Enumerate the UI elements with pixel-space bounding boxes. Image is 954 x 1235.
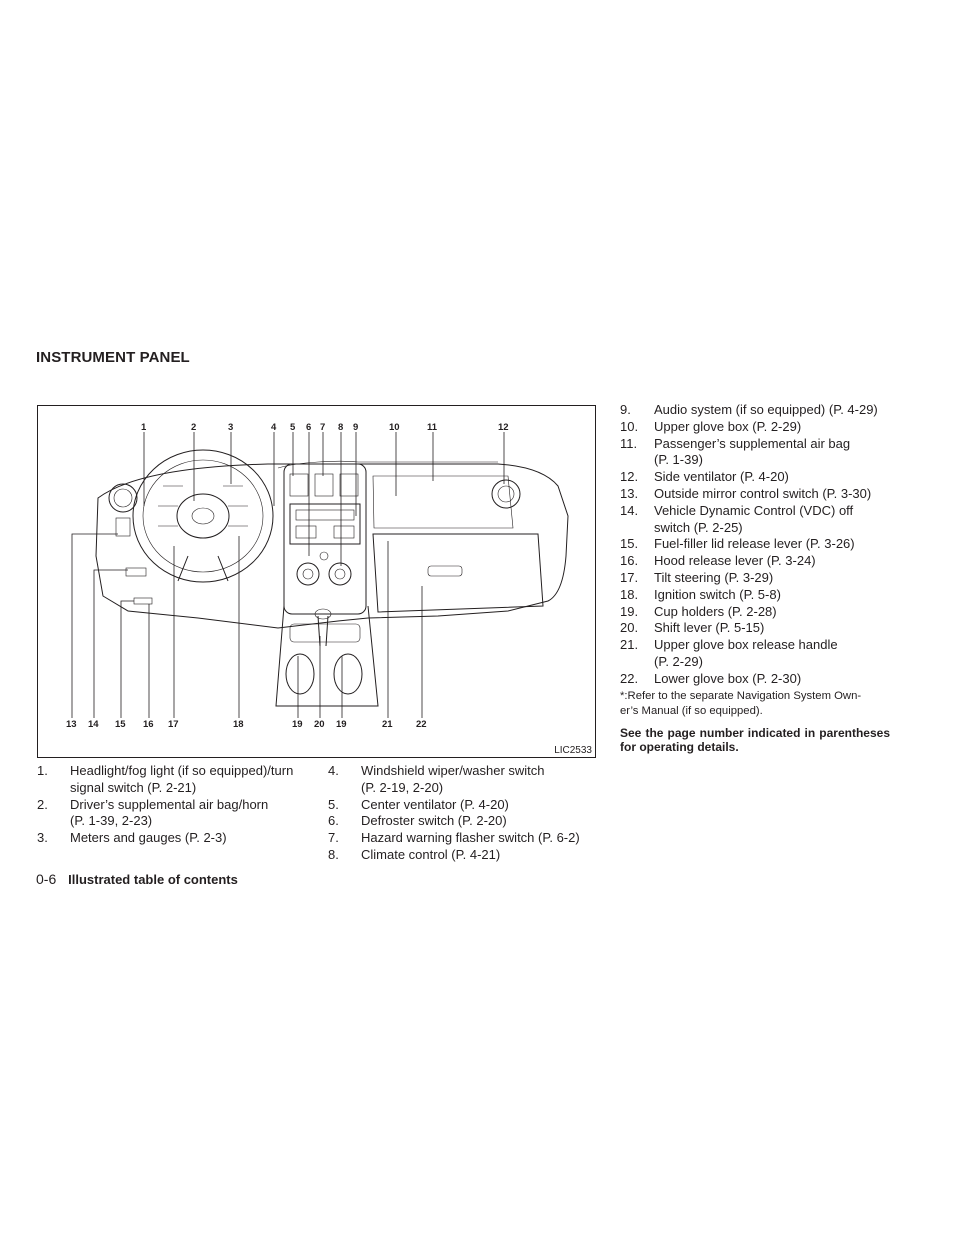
callout-5: 5 xyxy=(290,422,296,433)
list-item: 21.Upper glove box release handle(P. 2-2… xyxy=(620,637,838,669)
item-list-col3: 9.Audio system (if so equipped) (P. 4-29… xyxy=(620,402,900,688)
list-item: 10.Upper glove box (P. 2-29) xyxy=(620,418,802,434)
list-item: 11.Passenger’s supplemental air bag(P. 1… xyxy=(620,435,851,468)
list-item: 6.Defroster switch (P. 2-20) xyxy=(328,813,507,829)
list-item: 3.Meters and gauges (P. 2-3) xyxy=(37,830,227,846)
figure-code: LIC2533 xyxy=(554,745,592,756)
callout-13: 13 xyxy=(66,719,77,730)
page-number: 0-6 xyxy=(36,871,57,887)
item-list-col1: 1.Headlight/fog light (if so equipped)/t… xyxy=(37,763,317,847)
callout-22: 22 xyxy=(416,719,427,730)
callout-9: 9 xyxy=(353,422,358,433)
instrument-panel-illustration: 1 2 3 4 5 6 7 8 9 10 11 12 13 14 15 16 1… xyxy=(66,422,569,730)
callout-12: 12 xyxy=(498,422,509,433)
callout-3: 3 xyxy=(228,422,233,433)
callout-10: 10 xyxy=(389,422,400,433)
list-item: 12.Side ventilator (P. 4-20) xyxy=(620,469,789,485)
list-item: 19.Cup holders (P. 2-28) xyxy=(620,603,777,619)
page-footer: 0-6 Illustrated table of contents xyxy=(36,871,238,887)
instrument-panel-figure: 1 2 3 4 5 6 7 8 9 10 11 12 13 14 15 16 1… xyxy=(37,405,596,758)
list-item: 13.Outside mirror control switch (P. 3-3… xyxy=(620,485,872,501)
list-item: 2.Driver’s supplemental air bag/horn(P. … xyxy=(37,796,269,829)
navigation-note: *:Refer to the separate Navigation Syste… xyxy=(620,690,862,717)
list-item: 9.Audio system (if so equipped) (P. 4-29… xyxy=(620,402,878,417)
callout-1: 1 xyxy=(141,422,147,433)
page-number-note: See the page number indicated in parenth… xyxy=(620,726,890,754)
footer-title: Illustrated table of contents xyxy=(68,872,238,887)
list-item: 15.Fuel-filler lid release lever (P. 3-2… xyxy=(620,536,855,552)
list-item: 22.Lower glove box (P. 2-30) xyxy=(620,670,802,686)
callout-14: 14 xyxy=(88,719,99,730)
list-item: 20.Shift lever (P. 5-15) xyxy=(620,620,765,636)
list-item: 5.Center ventilator (P. 4-20) xyxy=(328,796,509,812)
section-title: INSTRUMENT PANEL xyxy=(36,349,190,366)
callout-19-left: 19 xyxy=(292,719,303,730)
callout-8: 8 xyxy=(338,422,343,433)
callout-16: 16 xyxy=(143,719,154,730)
callout-20: 20 xyxy=(314,719,325,730)
callout-19-right: 19 xyxy=(336,719,347,730)
list-item: 1.Headlight/fog light (if so equipped)/t… xyxy=(37,763,294,795)
callout-4: 4 xyxy=(271,422,277,433)
callout-11: 11 xyxy=(427,422,438,433)
list-item: 18.Ignition switch (P. 5-8) xyxy=(620,586,781,602)
list-item: 7.Hazard warning flasher switch (P. 6-2) xyxy=(328,830,580,846)
callout-21: 21 xyxy=(382,719,393,730)
callout-17: 17 xyxy=(168,719,179,730)
callout-6: 6 xyxy=(306,422,311,433)
callout-2: 2 xyxy=(191,422,196,433)
item-list-col2: 4.Windshield wiper/washer switch(P. 2-19… xyxy=(328,763,598,864)
list-item: 8.Climate control (P. 4-21) xyxy=(328,846,501,862)
callout-7: 7 xyxy=(320,422,325,433)
list-item: 17.Tilt steering (P. 3-29) xyxy=(620,569,774,585)
callout-18: 18 xyxy=(233,719,244,730)
callout-15: 15 xyxy=(115,719,126,730)
list-item: 16.Hood release lever (P. 3-24) xyxy=(620,553,816,569)
list-item: 4.Windshield wiper/washer switch(P. 2-19… xyxy=(328,763,545,795)
